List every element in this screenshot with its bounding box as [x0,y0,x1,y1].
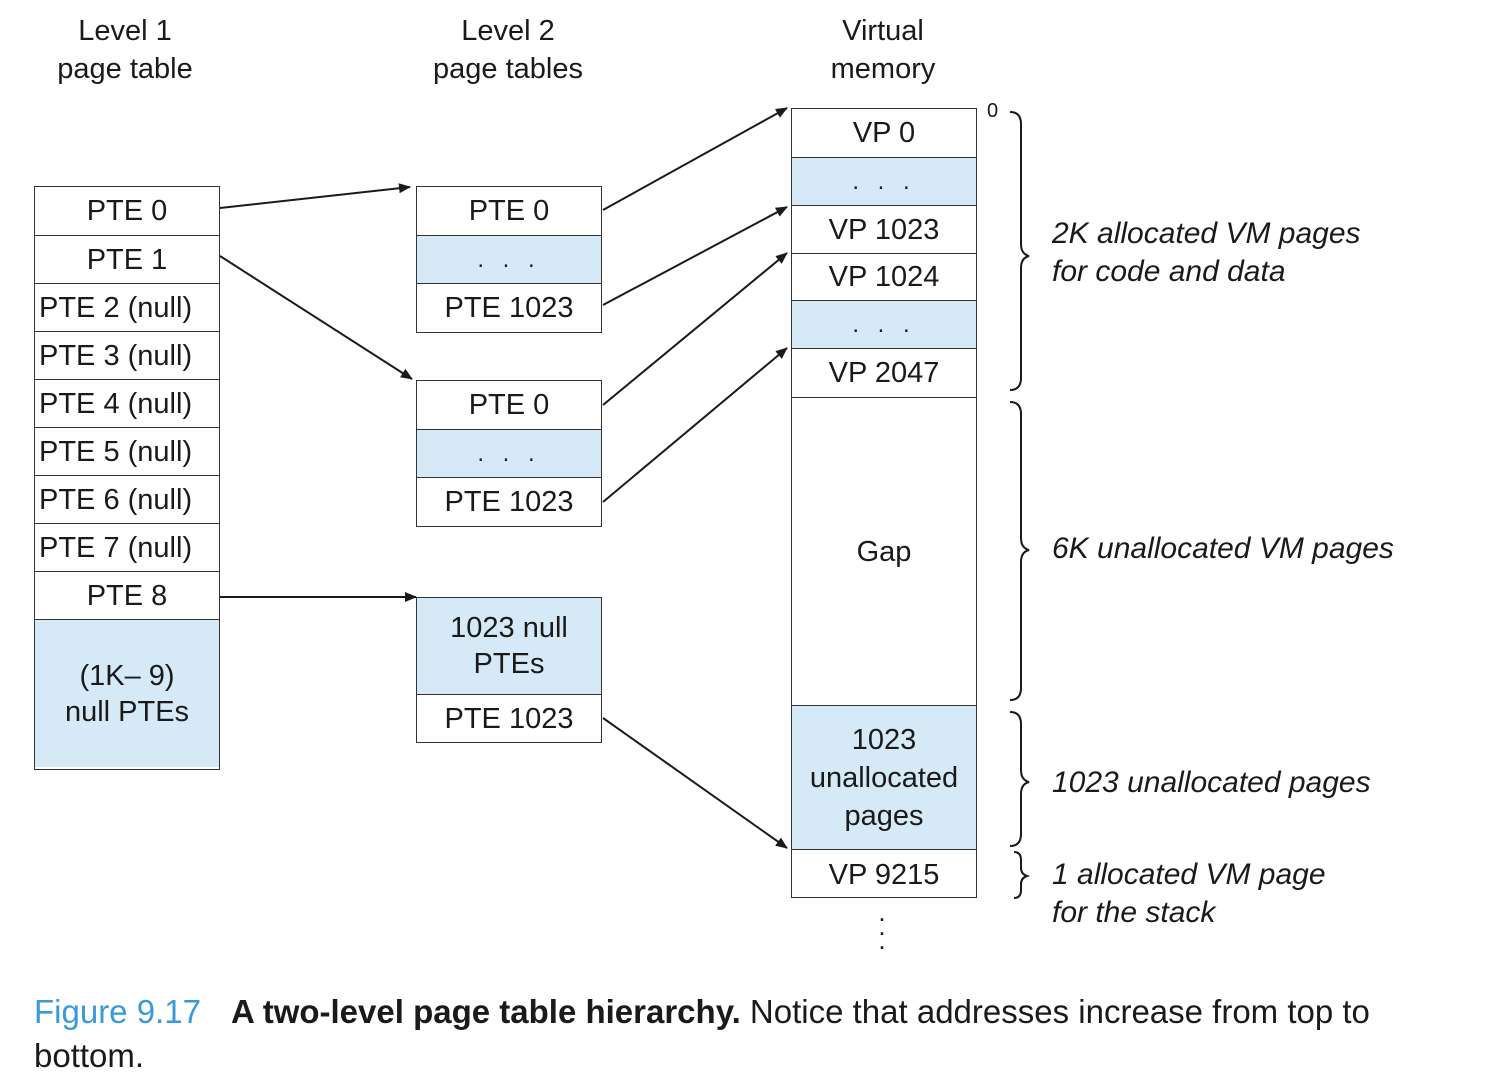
vp-9215: VP 9215 [828,858,940,891]
l1-pte-3: PTE 3 (null) [35,332,219,380]
level2-table-c: 1023 null PTEs PTE 1023 [416,597,602,743]
brace-stack [1013,851,1031,899]
l2a-pte-1023: PTE 1023 [444,292,574,324]
l1-pte-4: PTE 4 (null) [35,380,219,428]
vm-ellipsis-1: . . . [792,158,976,206]
level1-page-table: PTE 0 PTE 1 PTE 2 (null) PTE 3 (null) PT… [34,186,220,770]
level1-header: Level 1 page table [57,15,193,85]
arrow-l2b-pte0-to-vp1024 [602,252,788,406]
l1-pte-0: PTE 0 [35,187,219,236]
l2c-null-ptes: 1023 null PTEs [417,598,601,695]
figure-title: A two-level page table hierarchy. [230,993,741,1030]
arrow-l2b-pte1023-to-vp2047 [602,347,788,503]
arrow-l2c-pte1023-to-vp9215 [602,717,788,849]
arrow-l2a-pte0-to-vp0 [602,107,788,211]
l2b-pte-0: PTE 0 [417,381,601,430]
vm-unallocated-pages: 1023 unallocated pages [792,706,976,850]
l1-pte-6: PTE 6 (null) [35,476,219,524]
vm-gap: Gap [792,398,976,706]
l1-pte-2: PTE 2 (null) [35,284,219,332]
annotation-unallocated-1023: 1023 unallocated pages [1052,766,1371,799]
vp-2047: VP 2047 [792,349,976,398]
level2-table-a: PTE 0 . . . PTE 1023 [416,186,602,333]
brace-gap [1009,401,1030,701]
annotation-unallocated-6k: 6K unallocated VM pages [1052,532,1394,565]
l2a-ellipsis: . . . [417,236,601,284]
arrow-l1pte0-to-l2a [219,183,411,209]
annotation-allocated-code-data: 2K allocated VM pages for code and data [1052,217,1361,288]
vm-ellipsis-2: . . . [792,301,976,349]
brace-allocated-code-data [1009,111,1030,391]
l1-null-ptes: (1K– 9) null PTEs [35,620,219,767]
vm-continuation-dots: . . . [878,897,886,955]
vp-1024: VP 1024 [792,254,976,301]
l2b-pte-1023: PTE 1023 [444,486,574,518]
arrow-l1pte1-to-l2b [219,255,413,380]
figure-caption-text: Notice that addresses increase from top … [34,993,1370,1074]
level2-header: Level 2 page tables [433,15,583,85]
l2c-pte-1023: PTE 1023 [444,702,574,735]
l1-pte-5: PTE 5 (null) [35,428,219,476]
l1-pte-7: PTE 7 (null) [35,524,219,572]
vp-0: VP 0 [792,109,976,158]
brace-unallocated [1009,711,1030,847]
annotation-stack-page: 1 allocated VM page for the stack [1052,858,1326,929]
figure-number: Figure 9.17 [34,993,201,1030]
vp-1023: VP 1023 [792,206,976,254]
l1-pte-8: PTE 8 [35,572,219,620]
virtual-memory-column: VP 0 . . . VP 1023 VP 1024 . . . VP 2047… [791,108,977,898]
virtual-memory-header: Virtual memory [830,15,936,85]
level2-table-b: PTE 0 . . . PTE 1023 [416,380,602,527]
vm-address-zero: 0 [987,100,999,122]
figure-caption: Figure 9.17 A two-level page table hierar… [34,990,1474,1078]
l2a-pte-0: PTE 0 [417,187,601,236]
arrow-l2a-pte1023-to-vp1023 [602,206,788,306]
l1-pte-1: PTE 1 [35,236,219,284]
l2b-ellipsis: . . . [417,430,601,478]
